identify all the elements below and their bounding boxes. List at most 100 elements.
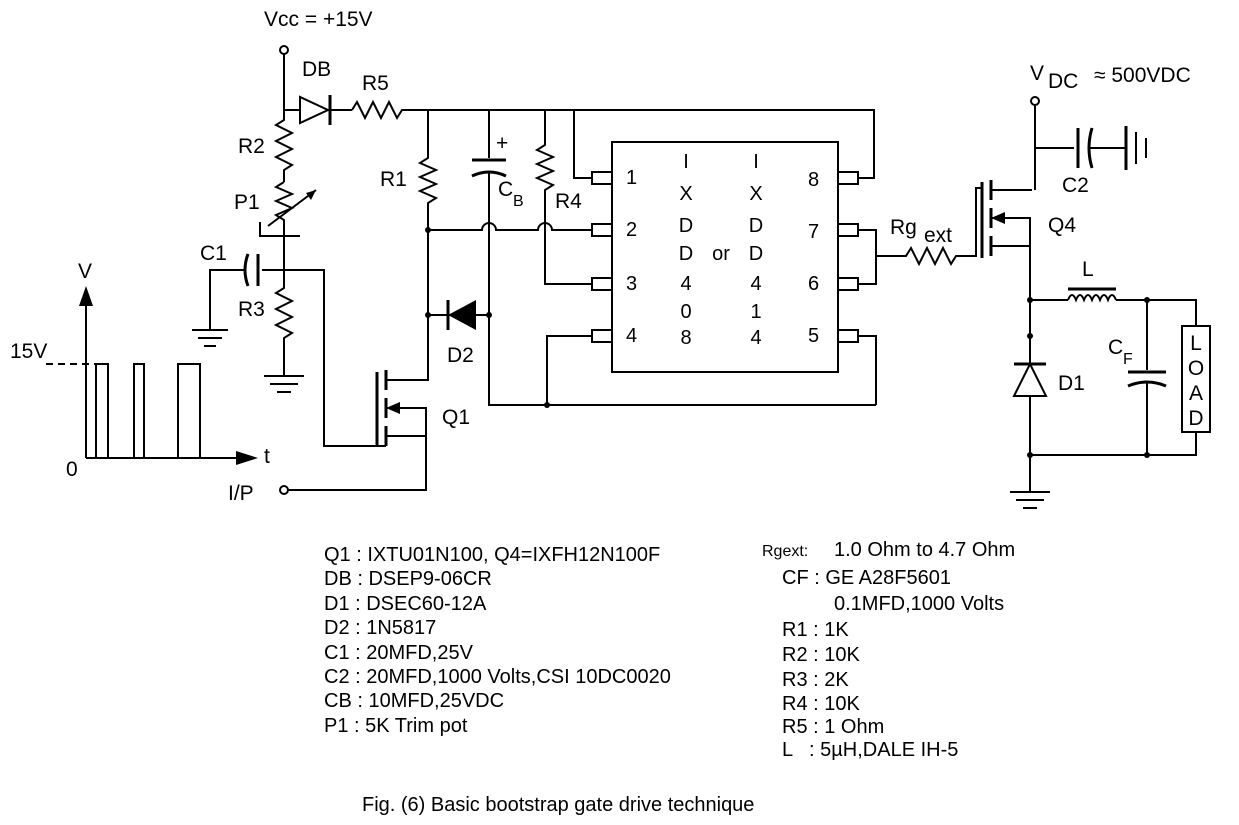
diode-d2: D2 bbox=[425, 300, 492, 367]
d2-label: D2 bbox=[447, 344, 474, 367]
vdc-label-main: V bbox=[1030, 62, 1044, 85]
q1-gate-wire bbox=[284, 269, 386, 447]
capacitor-c2: C2 bbox=[1035, 126, 1147, 197]
load-block: L O A D bbox=[1030, 325, 1211, 458]
waveform-level-label: 15V bbox=[10, 340, 47, 363]
c2-label: C2 bbox=[1062, 174, 1089, 197]
bom-right-line-7: R5 : 1 Ohm bbox=[782, 716, 884, 738]
p1-label: P1 bbox=[234, 191, 260, 214]
r2-label: R2 bbox=[238, 135, 265, 158]
vcc-label: Vcc = +15V bbox=[264, 8, 373, 31]
ic-pin-7: 7 bbox=[808, 221, 819, 243]
bom-right-line-6: R4 : 10K bbox=[782, 693, 860, 715]
part-a-char-7: 8 bbox=[680, 327, 691, 349]
figure-caption: Fig. (6) Basic bootstrap gate drive tech… bbox=[362, 794, 754, 816]
inductor-l: L bbox=[1027, 258, 1197, 326]
bom-left-line-6: C2 : 20MFD,1000 Volts,CSI 10DC0020 bbox=[324, 666, 671, 688]
d1-label: D1 bbox=[1058, 372, 1085, 395]
rg-label-sub: ext bbox=[924, 224, 952, 247]
load-letter-1: L bbox=[1190, 332, 1202, 355]
resistor-r3: R3 bbox=[238, 270, 304, 393]
part-b-char-2: X bbox=[749, 183, 762, 205]
ip-label: I/P bbox=[228, 482, 254, 505]
r5-label: R5 bbox=[362, 72, 389, 95]
part-b-char-7: 4 bbox=[750, 327, 761, 349]
capacitor-cb: + C B bbox=[471, 110, 876, 406]
vdc-label-sub: DC bbox=[1048, 70, 1078, 93]
bom-left-line-4: D2 : 1N5817 bbox=[324, 617, 436, 639]
trim-pot-p1: P1 bbox=[234, 181, 317, 237]
bom-right-line-5: R3 : 2K bbox=[782, 669, 849, 691]
bom-left-line-5: C1 : 20MFD,25V bbox=[324, 642, 474, 664]
part-a-char-4: D bbox=[679, 243, 693, 265]
bom-right-line-8: L : 5µH,DALE IH-5 bbox=[782, 739, 958, 761]
cf-label-sub: F bbox=[1123, 351, 1133, 368]
db-label: DB bbox=[302, 58, 331, 81]
input-terminal: I/P bbox=[228, 482, 289, 505]
ic-input-wire bbox=[428, 222, 592, 231]
input-waveform: V t 0 15V bbox=[10, 260, 270, 481]
c1-label: C1 bbox=[200, 242, 227, 265]
waveform-origin-label: 0 bbox=[66, 458, 78, 481]
bom-left-line-3: D1 : DSEC60-12A bbox=[324, 593, 487, 615]
resistor-r2: R2 bbox=[238, 110, 295, 182]
bom-right-line-3: R1 : 1K bbox=[782, 619, 849, 641]
ic-pin-2: 2 bbox=[626, 219, 637, 241]
part-b-char-6: 1 bbox=[750, 301, 761, 323]
capacitor-c1: C1 bbox=[192, 236, 285, 347]
r4-label: R4 bbox=[555, 190, 582, 213]
vb-rail bbox=[428, 109, 875, 179]
vcc-supply-section: Vcc = +15V bbox=[264, 8, 373, 110]
ic-pin-1: 1 bbox=[626, 167, 637, 189]
r1-label: R1 bbox=[380, 168, 407, 191]
ic-pin-4: 4 bbox=[626, 325, 637, 347]
ic-pin-8: 8 bbox=[808, 169, 819, 191]
waveform-y-label: V bbox=[78, 260, 92, 283]
bom-rg-value: 1.0 Ohm to 4.7 Ohm bbox=[834, 539, 1015, 561]
part-a-char-1: I bbox=[683, 151, 689, 173]
cb-label-sub: B bbox=[513, 193, 524, 210]
driver-ic: 1 2 3 4 8 7 6 5 I X D D 4 0 8 or I X D D… bbox=[544, 141, 877, 408]
diode-d1: D1 bbox=[1010, 333, 1085, 509]
load-letter-2: O bbox=[1188, 357, 1204, 380]
mosfet-q1: Q1 bbox=[288, 370, 470, 491]
resistor-r1: R1 bbox=[380, 110, 439, 381]
load-letter-3: A bbox=[1189, 382, 1203, 405]
resistor-rg-ext: Rg ext bbox=[858, 187, 982, 285]
ic-pin-6: 6 bbox=[808, 273, 819, 295]
part-a-char-2: X bbox=[679, 183, 692, 205]
cf-label-main: C bbox=[1108, 336, 1123, 359]
r3-label: R3 bbox=[238, 298, 265, 321]
resistor-r4: R4 bbox=[534, 110, 592, 285]
q1-label: Q1 bbox=[442, 406, 470, 429]
rg-label-main: Rg bbox=[890, 216, 917, 239]
bom-left-line-1: Q1 : IXTU01N100, Q4=IXFH12N100F bbox=[324, 544, 660, 566]
l-label: L bbox=[1082, 258, 1094, 281]
part-b-char-1: I bbox=[753, 151, 759, 173]
resistor-r5: R5 bbox=[351, 72, 428, 121]
bom-right-line-2: 0.1MFD,1000 Volts bbox=[834, 593, 1004, 615]
part-b-char-4: D bbox=[749, 243, 763, 265]
mosfet-q4: Q4 bbox=[980, 180, 1076, 455]
bom-left-line-7: CB : 10MFD,25VDC bbox=[324, 690, 504, 712]
bom-rg-label: Rgext: bbox=[762, 543, 808, 560]
bom-right-line-1: CF : GE A28F5601 bbox=[782, 567, 951, 589]
cb-plus-label: + bbox=[496, 132, 508, 155]
vdc-supply: V DC ≈ 500VDC bbox=[1030, 62, 1191, 190]
capacitor-cf: C F bbox=[1108, 300, 1167, 455]
waveform-x-label: t bbox=[264, 445, 270, 468]
diode-db: DB bbox=[284, 58, 352, 125]
bom-left-line-2: DB : DSEP9-06CR bbox=[324, 568, 492, 590]
ic-pin-3: 3 bbox=[626, 273, 637, 295]
part-a-char-6: 0 bbox=[680, 301, 691, 323]
bom-right-line-4: R2 : 10K bbox=[782, 644, 860, 666]
ic-pin-5: 5 bbox=[808, 325, 819, 347]
cb-label-main: C bbox=[498, 178, 513, 201]
load-letter-4: D bbox=[1188, 407, 1203, 430]
bom-left: Q1 : IXTU01N100, Q4=IXFH12N100F DB : DSE… bbox=[324, 544, 671, 737]
part-a-char-5: 4 bbox=[680, 273, 691, 295]
part-b-char-5: 4 bbox=[750, 273, 761, 295]
vcc-terminal bbox=[279, 45, 289, 55]
vdc-value-label: ≈ 500VDC bbox=[1094, 64, 1191, 87]
